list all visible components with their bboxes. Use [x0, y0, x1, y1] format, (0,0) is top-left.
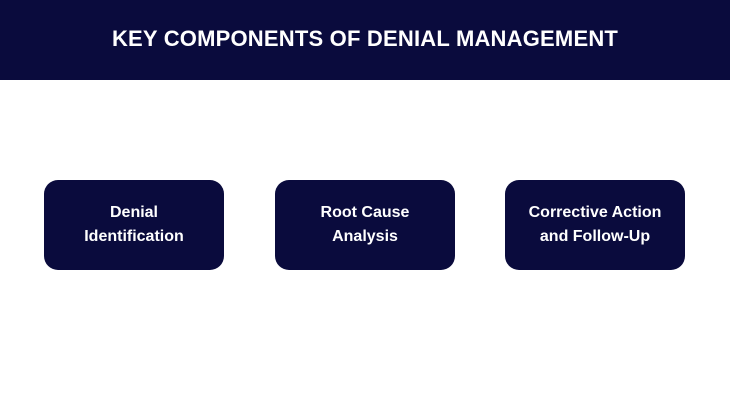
- component-card-label-line: Corrective Action: [528, 204, 662, 221]
- components-row: Denial Identification Root Cause Analysi…: [0, 180, 730, 270]
- header-banner: KEY COMPONENTS OF DENIAL MANAGEMENT: [0, 0, 730, 80]
- component-card-label-line: and Follow-Up: [539, 228, 651, 245]
- component-card-root-cause-analysis: Root Cause Analysis: [275, 180, 455, 270]
- component-card-label-line: Denial: [109, 204, 158, 221]
- component-card-label-line: Root Cause: [320, 204, 410, 221]
- diagram-title: KEY COMPONENTS OF DENIAL MANAGEMENT: [111, 26, 619, 51]
- component-card-corrective-action: Corrective Action and Follow-Up: [505, 180, 685, 270]
- component-card-denial-identification: Denial Identification: [44, 180, 224, 270]
- component-card-label-line: Analysis: [332, 228, 398, 245]
- component-card-label-line: Identification: [84, 228, 184, 245]
